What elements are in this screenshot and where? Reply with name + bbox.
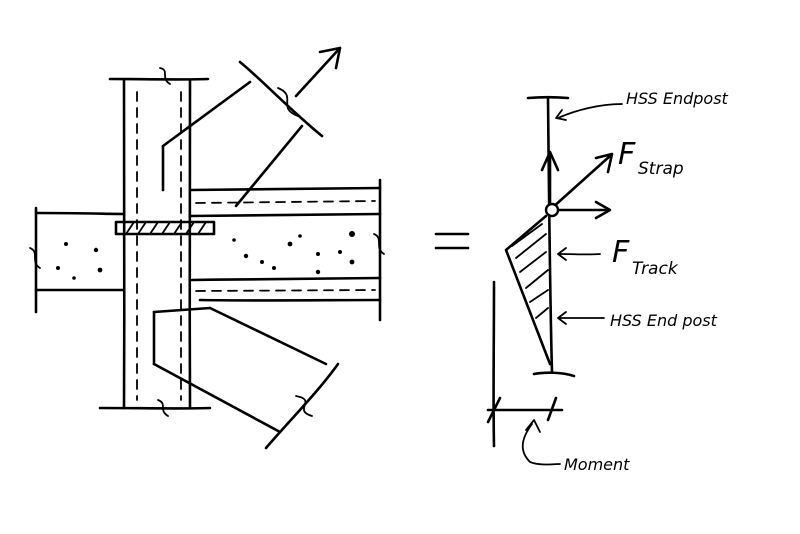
post-break-bottom	[157, 399, 169, 417]
post-break-top	[159, 67, 171, 85]
free-body-diagram	[486, 95, 623, 466]
endpost-bottom-cap	[532, 371, 576, 378]
lower-strap-c	[152, 362, 282, 434]
upper-strap-arrowhead	[318, 46, 342, 70]
label-f-track-sub: Track	[632, 259, 679, 279]
moment-hatch	[511, 223, 549, 319]
slab-dash-upper	[195, 200, 376, 204]
upper-strap-b	[234, 124, 304, 208]
label-moment: Moment	[564, 455, 630, 474]
post-left-edge	[122, 78, 126, 410]
slab-right-lower-edge	[190, 276, 382, 282]
connection-detail	[29, 46, 385, 450]
moment-triangle	[504, 214, 552, 366]
slab-break-left	[29, 247, 41, 269]
pin-joint	[544, 202, 560, 218]
slab-right-mid-edge	[188, 212, 382, 218]
moment-dim-tick-right	[546, 396, 558, 422]
slab-dash-lower	[195, 289, 376, 292]
moment-dim-tick-left	[486, 396, 502, 424]
upper-strap-end	[238, 60, 324, 138]
strap-force-arrow	[550, 154, 612, 210]
leader-track-head	[557, 247, 567, 261]
lower-strap-end	[264, 362, 340, 450]
slab-break-right	[373, 233, 385, 255]
leader-hss-top	[557, 103, 623, 119]
label-hss-end-post-bottom: HSS End post	[610, 311, 718, 330]
lower-strap-b	[208, 306, 328, 366]
leader-hss-top-head	[555, 109, 567, 121]
slab-right-top-edge	[188, 186, 382, 192]
label-hss-endpost-top: HSS Endpost	[626, 89, 729, 108]
upper-strap-arrow	[294, 46, 342, 98]
track-plate-hatch	[125, 221, 207, 235]
leader-moment-head	[525, 419, 541, 433]
strap-force-arrowhead	[594, 152, 614, 174]
label-f-strap-sub: Strap	[638, 159, 684, 179]
leader-hss-bottom-head	[557, 311, 567, 325]
leader-moment	[521, 423, 561, 466]
horizontal-arrowhead	[594, 200, 612, 220]
lower-strap-a	[152, 306, 212, 314]
post-right-edge	[188, 78, 192, 410]
upper-strap-a	[161, 80, 252, 148]
upper-strap-break	[277, 87, 299, 117]
equals-sign	[434, 232, 470, 250]
up-arrowhead	[540, 150, 560, 172]
lower-strap-break	[295, 395, 313, 417]
concrete-stipple	[56, 231, 355, 280]
label-f-track: F	[612, 235, 630, 270]
endpost-top-cap	[526, 95, 570, 100]
endpost-line	[546, 96, 554, 374]
slab-top-edge	[34, 211, 126, 216]
label-f-strap: F	[618, 137, 636, 172]
